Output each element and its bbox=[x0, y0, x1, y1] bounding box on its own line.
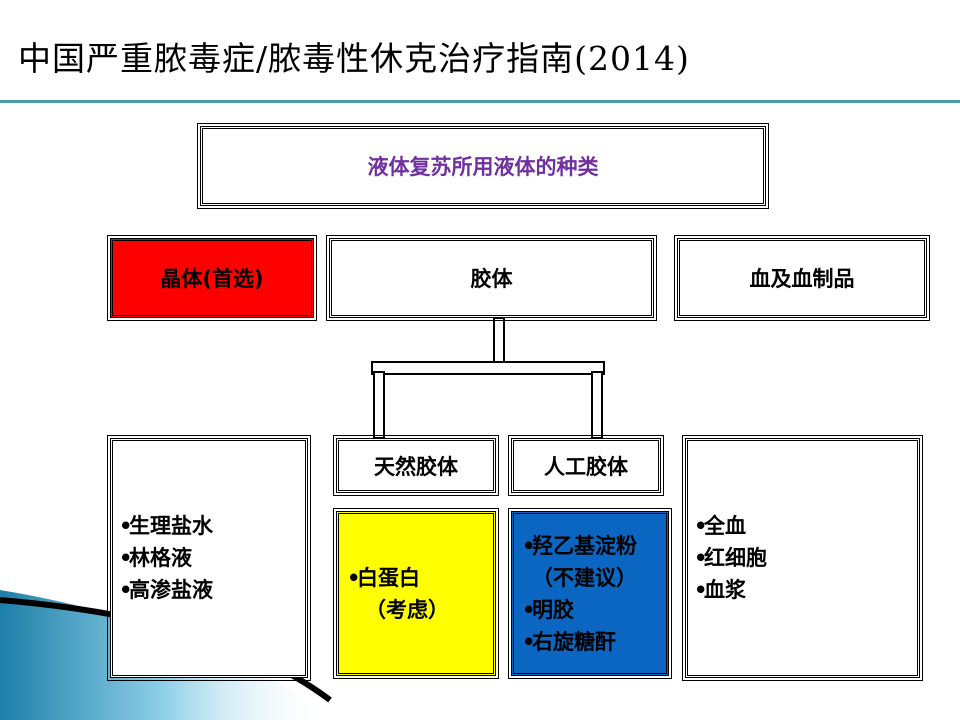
list-item-note: （考虑） bbox=[365, 597, 449, 622]
list-item: 生理盐水 bbox=[119, 510, 305, 542]
list-item: 高渗盐液 bbox=[119, 574, 305, 606]
colloid-node: 胶体 bbox=[326, 235, 657, 321]
natural-colloid-label: 天然胶体 bbox=[374, 454, 458, 479]
crystal-label: 晶体(首选) bbox=[160, 267, 264, 291]
list-item: 全血 bbox=[694, 510, 917, 542]
list-item: 红细胞 bbox=[694, 542, 917, 574]
root-node: 液体复苏所用液体的种类 bbox=[197, 123, 769, 209]
blood-label: 血及血制品 bbox=[749, 267, 855, 291]
blood-node: 血及血制品 bbox=[674, 235, 930, 321]
list-item: 羟乙基淀粉（不建议） bbox=[522, 530, 666, 594]
natural-details: 白蛋白 （考虑） bbox=[333, 508, 499, 679]
slide-title: 中国严重脓毒症/脓毒性休克治疗指南(2014) bbox=[18, 39, 690, 78]
title-divider bbox=[0, 100, 960, 103]
list-item: 白蛋白 bbox=[347, 562, 493, 594]
colloid-label: 胶体 bbox=[470, 267, 513, 291]
root-label: 液体复苏所用液体的种类 bbox=[367, 155, 599, 179]
artificial-colloid-label: 人工胶体 bbox=[544, 454, 628, 479]
artificial-details: 羟乙基淀粉（不建议） 明胶 右旋糖酐 bbox=[508, 508, 672, 679]
blood-details: 全血 红细胞 血浆 bbox=[682, 435, 923, 681]
list-item: 林格液 bbox=[119, 542, 305, 574]
crystal-details: 生理盐水 林格液 高渗盐液 bbox=[107, 435, 311, 681]
list-item: 右旋糖酐 bbox=[522, 626, 666, 658]
list-item: 血浆 bbox=[694, 574, 917, 606]
crystal-node: 晶体(首选) bbox=[107, 235, 317, 321]
artificial-colloid-node: 人工胶体 bbox=[508, 435, 664, 496]
list-item: 明胶 bbox=[522, 594, 666, 626]
natural-colloid-node: 天然胶体 bbox=[333, 435, 499, 496]
